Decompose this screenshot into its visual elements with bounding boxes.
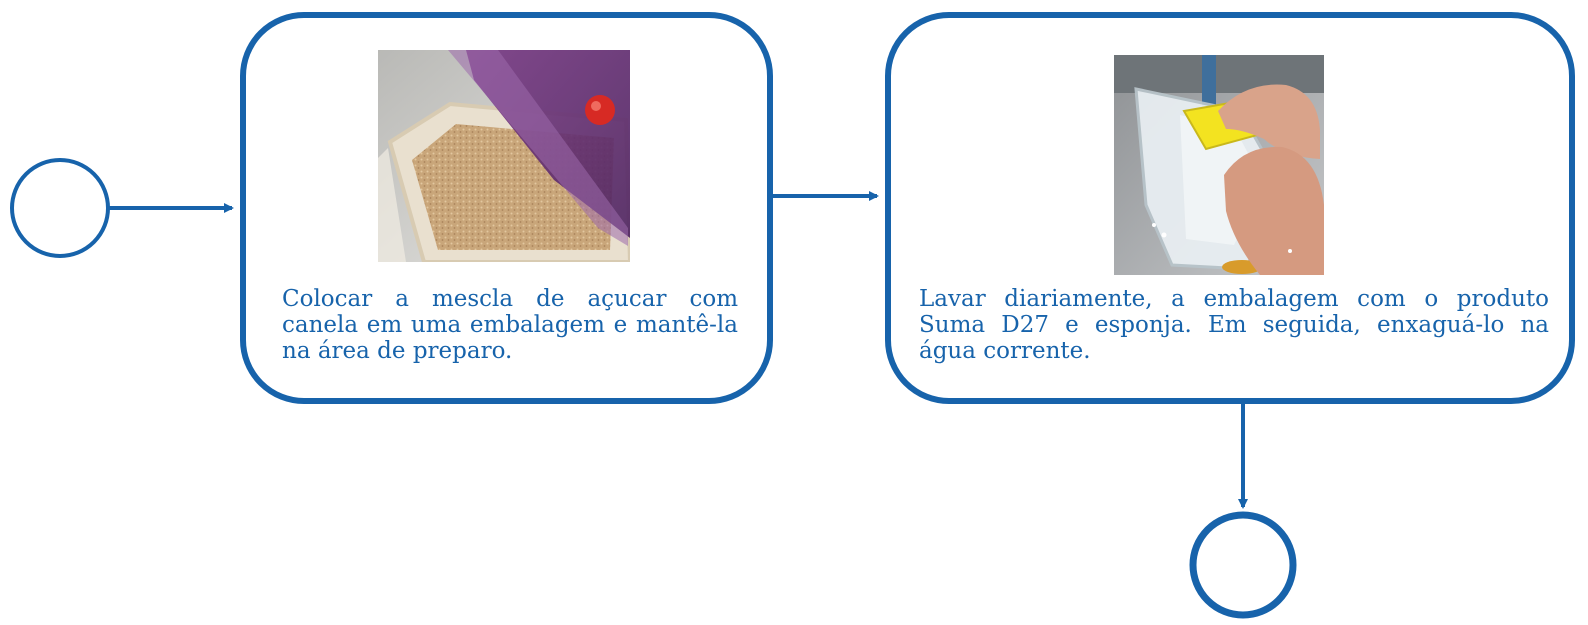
washing-container-with-sponge-photo [1114, 55, 1324, 275]
end-event-circle [1189, 511, 1297, 619]
step-1-text: Colocar a mescla de açucar com canela em… [282, 286, 738, 364]
step-1-box: Colocar a mescla de açucar com canela em… [240, 12, 773, 404]
step-2-text: Lavar diariamente, a embalagem com o pro… [919, 286, 1549, 364]
step-2-box: Lavar diariamente, a embalagem com o pro… [885, 12, 1575, 404]
start-event-circle [10, 158, 110, 258]
sugar-cinnamon-container-photo [378, 50, 630, 262]
